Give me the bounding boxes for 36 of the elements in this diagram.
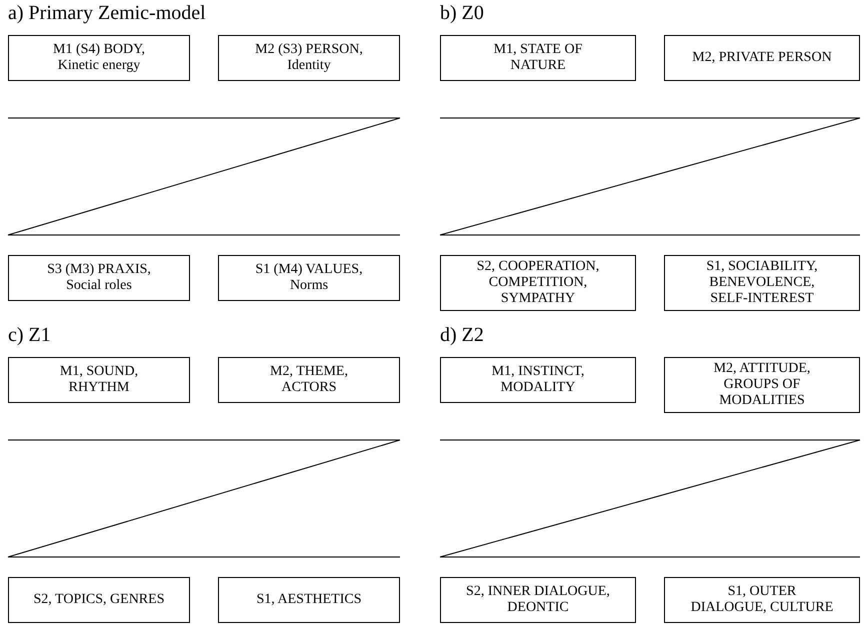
box-label: S2, COOPERATION, COMPETITION, SYMPATHY (476, 258, 600, 308)
text-box (440, 577, 636, 623)
text-box (664, 577, 860, 623)
text-box (664, 357, 860, 414)
box-label: M1, SOUND, RHYTHM (58, 362, 140, 397)
text-box (440, 35, 636, 81)
panel-title: c) Z1 (8, 324, 51, 347)
box-label: S1, SOCIABILITY, BENEVOLENCE, SELF-INTEREST (705, 258, 819, 308)
box-label: S3 (M3) PRAXIS, Social roles (46, 260, 152, 295)
box-label: M2, PRIVATE PERSON (691, 48, 833, 67)
box-label: S2, TOPICS, GENRES (32, 590, 166, 609)
text-box (218, 357, 400, 403)
panel-title: b) Z0 (440, 2, 484, 25)
text-box (218, 577, 400, 623)
box-label: M2 (S3) PERSON, Identity (254, 40, 364, 75)
text-box (218, 255, 400, 301)
box-label: S1, OUTER DIALOGUE, CULTURE (690, 582, 834, 617)
text-box (664, 255, 860, 312)
text-box (8, 357, 190, 403)
panel-title: d) Z2 (440, 324, 484, 347)
text-box (664, 35, 860, 81)
panel-title: a) Primary Zemic-model (8, 2, 206, 25)
box-label: S1, AESTHETICS (255, 590, 362, 609)
text-box (8, 255, 190, 301)
text-box (8, 35, 190, 81)
text-box (440, 357, 636, 403)
box-label: M2, ATTITUDE, GROUPS OF MODALITIES (712, 360, 812, 410)
box-label: M2, THEME, ACTORS (269, 362, 349, 397)
box-label: S1 (M4) VALUES, Norms (254, 260, 364, 295)
box-label: S2, INNER DIALOGUE, DEONTIC (465, 582, 611, 617)
box-label: M1 (S4) BODY, Kinetic energy (52, 40, 146, 75)
text-box (218, 35, 400, 81)
box-label: M1, STATE OF NATURE (492, 40, 584, 75)
text-box (8, 577, 190, 623)
box-label: M1, INSTINCT, MODALITY (490, 362, 586, 397)
text-box (440, 255, 636, 312)
